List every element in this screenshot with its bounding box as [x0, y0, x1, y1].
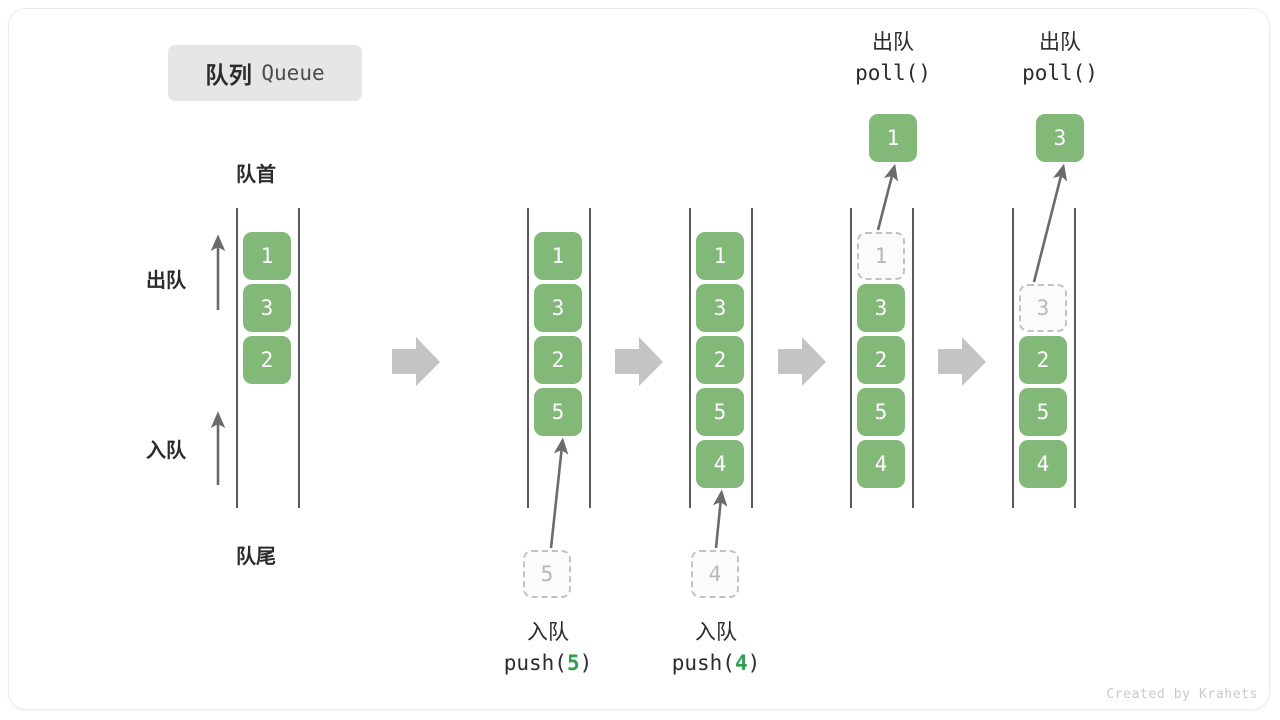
push-4-label: 入队 push(4) — [631, 618, 801, 679]
queue-cell: 2 — [243, 336, 291, 384]
incoming-ghost-cell: 4 — [691, 550, 739, 598]
queue-cell: 1 — [534, 232, 582, 280]
rail-left-stage-2 — [689, 208, 691, 508]
popped-cell: 3 — [1036, 114, 1084, 162]
queue-cell: 4 — [857, 440, 905, 488]
poll-label-stage-4: 出队 poll() — [975, 28, 1145, 89]
rail-right-stage-4 — [1074, 208, 1076, 508]
queue-cell: 5 — [857, 388, 905, 436]
popped-cell: 1 — [869, 114, 917, 162]
rail-right-stage-1 — [589, 208, 591, 508]
queue-cell: 2 — [534, 336, 582, 384]
rail-right-stage-3 — [912, 208, 914, 508]
diagram-card — [8, 8, 1270, 710]
rail-left-stage-1 — [527, 208, 529, 508]
rail-left-stage-0 — [236, 208, 238, 508]
push-5-label: 入队 push(5) — [463, 618, 633, 679]
dequeue-direction-label: 出队 — [146, 270, 186, 292]
queue-rear-label: 队尾 — [236, 546, 276, 568]
push-5-label-line2: push(5) — [503, 651, 593, 676]
poll-label-line2: poll() — [855, 61, 931, 86]
queue-cell: 2 — [857, 336, 905, 384]
diagram-title-pill: 队列 Queue — [168, 45, 362, 101]
queue-cell: 1 — [243, 232, 291, 280]
rail-left-stage-3 — [850, 208, 852, 508]
queue-cell: 5 — [1019, 388, 1067, 436]
poll-label-stage-3: 出队 poll() — [808, 28, 978, 89]
removed-ghost-cell: 3 — [1019, 284, 1067, 332]
removed-ghost-cell: 1 — [857, 232, 905, 280]
rail-right-stage-2 — [751, 208, 753, 508]
enqueue-direction-label: 入队 — [146, 440, 186, 462]
queue-cell: 5 — [696, 388, 744, 436]
credit-text: Created by Krahets — [1106, 687, 1258, 702]
queue-front-label: 队首 — [236, 164, 276, 186]
queue-cell: 4 — [1019, 440, 1067, 488]
title-chinese: 队列 — [205, 62, 253, 88]
queue-cell: 4 — [696, 440, 744, 488]
queue-cell: 2 — [1019, 336, 1067, 384]
incoming-ghost-cell: 5 — [523, 550, 571, 598]
push-4-label-line2: push(4) — [671, 651, 761, 676]
queue-cell: 2 — [696, 336, 744, 384]
push-4-label-line1: 入队 — [695, 621, 737, 644]
rail-left-stage-4 — [1012, 208, 1014, 508]
poll-label-line1: 出队 — [872, 31, 914, 54]
rail-right-stage-0 — [298, 208, 300, 508]
poll-label-line2: poll() — [1022, 61, 1098, 86]
queue-cell: 3 — [243, 284, 291, 332]
queue-cell: 3 — [857, 284, 905, 332]
title-english: Queue — [261, 61, 325, 85]
poll-label-line1: 出队 — [1039, 31, 1081, 54]
queue-cell: 5 — [534, 388, 582, 436]
queue-cell: 3 — [534, 284, 582, 332]
queue-cell: 1 — [696, 232, 744, 280]
push-5-label-line1: 入队 — [527, 621, 569, 644]
queue-cell: 3 — [696, 284, 744, 332]
